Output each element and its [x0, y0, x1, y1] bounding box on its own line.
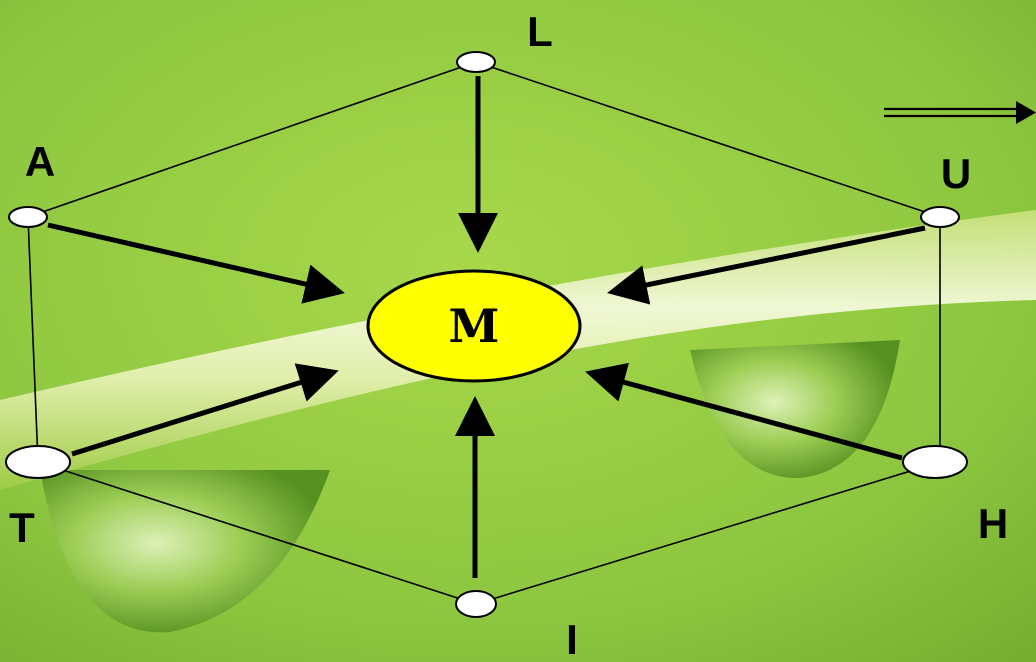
edge-l-u	[476, 62, 940, 217]
node-i	[456, 591, 496, 617]
implies-arrow-icon	[884, 101, 1036, 124]
arrow-u-to-m	[612, 228, 925, 292]
vertex-label-l: L	[527, 8, 553, 55]
vertex-label-t: T	[9, 504, 35, 551]
node-t	[6, 446, 70, 478]
arrow-a-to-m	[48, 225, 340, 292]
node-h	[903, 446, 967, 478]
vertex-label-u: U	[941, 150, 971, 197]
edge-a-l	[28, 62, 476, 217]
edge-i-t	[38, 462, 476, 604]
edge-t-a	[28, 217, 38, 462]
node-u	[921, 207, 959, 227]
node-l	[457, 52, 495, 72]
arrow-t-to-m	[72, 372, 334, 454]
arrow-h-to-m	[590, 373, 902, 458]
vertex-label-a: A	[25, 138, 55, 185]
vertex-label-i: I	[566, 616, 578, 662]
vertex-label-h: H	[978, 500, 1008, 547]
node-a	[9, 207, 47, 227]
edge-h-i	[476, 462, 940, 604]
center-label: M	[449, 299, 500, 353]
